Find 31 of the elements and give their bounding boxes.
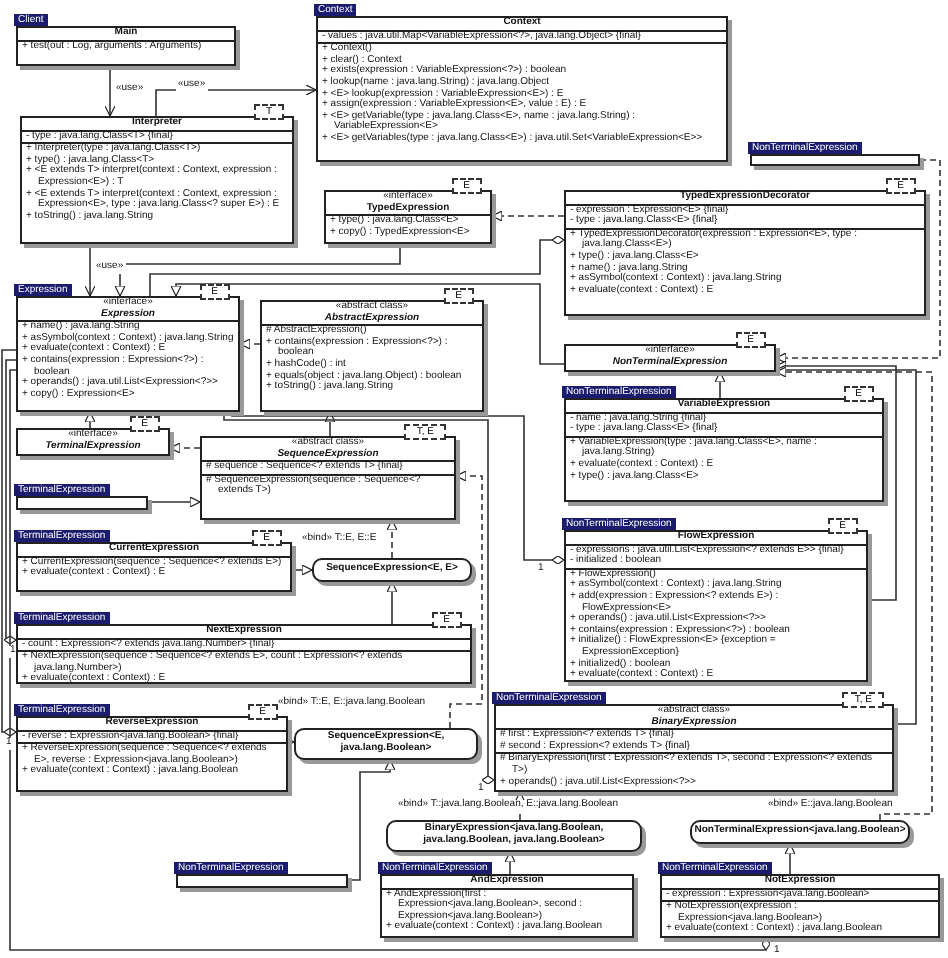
aggregation-line [231, 411, 565, 565]
dashed-arrow [239, 338, 261, 350]
arrow [147, 496, 201, 508]
aggregation-line [1, 349, 17, 737]
arrow [155, 84, 317, 117]
aggregation-line [9, 369, 771, 951]
bound-class-box [386, 820, 642, 852]
arrow [84, 243, 96, 297]
bound-class-box [312, 558, 472, 582]
arrow [386, 581, 398, 625]
arrow [114, 243, 401, 297]
aggregation-line [223, 411, 495, 785]
dashed-arrow [169, 442, 201, 454]
arrow [347, 759, 396, 881]
dashed-arrow [775, 159, 941, 364]
aggregation-line [149, 235, 565, 297]
arrow [104, 65, 116, 117]
dashed-arrow [386, 519, 398, 559]
dashed-arrow [491, 210, 565, 222]
arrow [784, 843, 796, 875]
dashed-arrow [449, 470, 483, 729]
arrow [775, 364, 917, 725]
arrow [775, 360, 897, 601]
dashed-arrow [775, 366, 933, 821]
arrow [170, 283, 565, 365]
arrow [84, 411, 96, 429]
bound-class-box [690, 820, 910, 844]
bound-class-box [294, 728, 478, 760]
dashed-arrow [514, 791, 526, 821]
aggregation-line [3, 359, 17, 645]
arrow [714, 371, 726, 399]
